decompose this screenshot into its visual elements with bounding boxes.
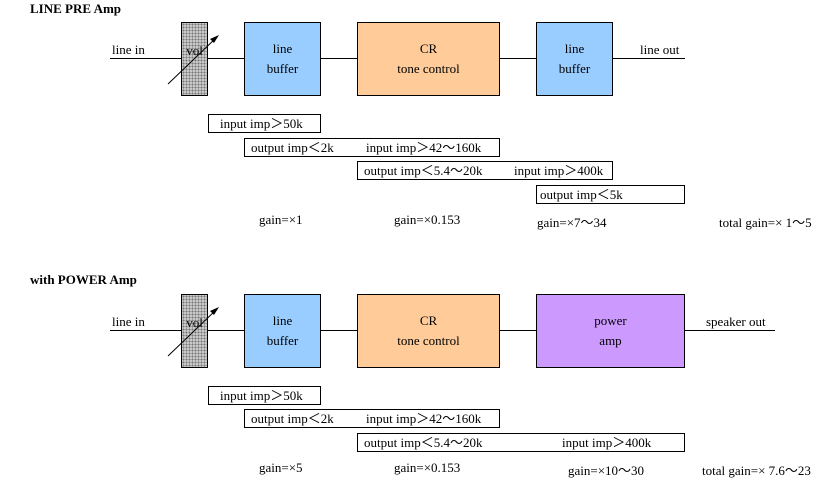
gain-power-amp: gain=×10～30 bbox=[568, 463, 645, 478]
wire-vol-to-buffer bbox=[208, 330, 245, 331]
gain-tone-control: gain=×0.153 bbox=[394, 460, 461, 475]
wire-input bbox=[110, 330, 182, 331]
impedance-input-50k: input imp＞50k bbox=[208, 114, 321, 133]
block-line-1: line bbox=[272, 313, 293, 328]
wire-vol-to-buffer bbox=[208, 58, 245, 59]
wire-tone-to-buffer bbox=[500, 58, 537, 59]
line-buffer-block: line buffer bbox=[244, 294, 321, 368]
impedance-row-3: output imp＜5.4～20k input imp＞400k bbox=[357, 161, 613, 180]
impedance-row-3: output imp＜5.4～20k input imp＞400k bbox=[357, 433, 685, 452]
block-line-1: CR bbox=[419, 41, 438, 56]
block-line-1: power bbox=[594, 313, 627, 328]
block-line-1: line bbox=[272, 41, 293, 56]
wire-output bbox=[685, 330, 775, 331]
wire-input bbox=[110, 58, 182, 59]
impedance-output-5k: output imp＜5k bbox=[536, 185, 685, 204]
speaker-out-label: speaker out bbox=[706, 314, 766, 329]
block-line-2: amp bbox=[599, 333, 622, 348]
cr-tone-control-block: CR tone control bbox=[357, 22, 500, 96]
impedance-input-50k: input imp＞50k bbox=[208, 386, 321, 405]
wire-buffer-to-tone bbox=[321, 330, 358, 331]
line-buffer-block-1: line buffer bbox=[244, 22, 321, 96]
section-title-power-amp: with POWER Amp bbox=[30, 272, 137, 287]
impedance-row-2: output imp＜2k input imp＞42～160k bbox=[244, 409, 500, 428]
total-gain: total gain=× 1～5 bbox=[719, 215, 812, 230]
block-line-1: CR bbox=[419, 313, 438, 328]
wire-buffer-to-tone bbox=[321, 58, 358, 59]
gain-buffer: gain=×5 bbox=[259, 460, 303, 475]
block-line-2: buffer bbox=[558, 61, 591, 76]
block-line-1: line bbox=[564, 41, 585, 56]
line-buffer-block-2: line buffer bbox=[536, 22, 613, 96]
block-line-2: buffer bbox=[266, 61, 299, 76]
wire-tone-to-power-amp bbox=[500, 330, 537, 331]
impedance-row-2: output imp＜2k input imp＞42～160k bbox=[244, 138, 500, 157]
block-line-2: buffer bbox=[266, 333, 299, 348]
line-in-label: line in bbox=[112, 42, 145, 57]
block-line-2: tone control bbox=[397, 333, 460, 348]
power-amp-block: power amp bbox=[536, 294, 685, 368]
cr-tone-control-block: CR tone control bbox=[357, 294, 500, 368]
line-out-label: line out bbox=[640, 42, 680, 57]
gain-buffer-1: gain=×1 bbox=[259, 212, 303, 227]
gain-tone-control: gain=×0.153 bbox=[394, 212, 461, 227]
block-line-2: tone control bbox=[397, 61, 460, 76]
total-gain: total gain=× 7.6～23 bbox=[702, 463, 811, 478]
gain-buffer-2: gain=×7～34 bbox=[537, 215, 607, 230]
wire-output bbox=[613, 58, 685, 59]
line-in-label: line in bbox=[112, 314, 145, 329]
section-title-line-pre-amp: LINE PRE Amp bbox=[30, 1, 122, 16]
